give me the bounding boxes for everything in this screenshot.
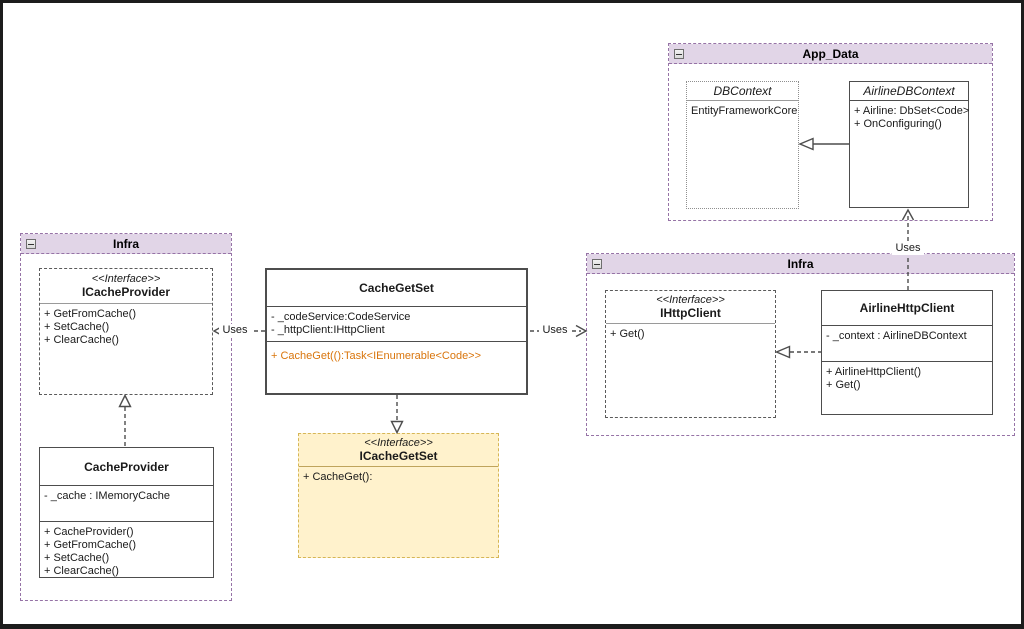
package-infra-right[interactable]: Infra — [586, 253, 1015, 436]
class-methods-section: + CacheGet(():Task<IEnumerable<Code>> — [267, 342, 526, 393]
package-infra-right-header[interactable]: Infra — [587, 254, 1014, 274]
class-title: CacheGetSet — [359, 281, 434, 295]
package-app-data-header[interactable]: App_Data — [669, 44, 992, 64]
method: + ClearCache() — [44, 565, 119, 577]
class-methods-section: + Get() — [606, 324, 775, 417]
method: + Get() — [610, 328, 645, 340]
class-title-section: CacheProvider — [40, 448, 213, 486]
realization-cachegetset-to-icachegetset — [390, 395, 404, 435]
member: + Airline: DbSet<Code> — [854, 105, 970, 117]
method: + Get() — [826, 379, 861, 391]
uses-label-right: Uses — [539, 324, 571, 337]
method-highlighted: + CacheGet(():Task<IEnumerable<Code>> — [271, 350, 482, 362]
method: + CacheProvider() — [44, 526, 134, 538]
package-app-data[interactable]: App_Data — [668, 43, 993, 221]
minus-glyph — [676, 53, 682, 55]
stereotype: <<Interface>> — [656, 294, 725, 306]
class-title-section: <<Interface>> IHttpClient — [606, 291, 775, 324]
class-title: CacheProvider — [84, 459, 169, 474]
class-body-section: EntityFrameworkCore — [687, 101, 798, 208]
class-title: ICacheGetSet — [359, 449, 438, 463]
collapse-icon[interactable] — [674, 49, 684, 59]
package-title: Infra — [112, 236, 139, 251]
class-title-section: <<Interface>> ICacheProvider — [40, 269, 212, 304]
class-title: IHttpClient — [660, 306, 721, 320]
stereotype: <<Interface>> — [91, 273, 161, 285]
class-title-section: AirlineDBContext — [850, 82, 968, 101]
method: + SetCache() — [44, 321, 110, 333]
class-dbcontext[interactable]: DBContext EntityFrameworkCore — [686, 81, 799, 209]
class-fields-section: - _codeService:CodeService - _httpClient… — [267, 307, 526, 342]
class-title: AirlineDBContext — [863, 84, 955, 98]
method: + CacheGet(): — [303, 471, 373, 483]
class-body-text: EntityFrameworkCore — [691, 105, 798, 117]
class-title-section: DBContext — [687, 82, 798, 101]
method: + SetCache() — [44, 552, 110, 564]
package-infra-left-header[interactable]: Infra — [21, 234, 231, 254]
field: - _cache : IMemoryCache — [44, 490, 170, 502]
interface-ihttpclient[interactable]: <<Interface>> IHttpClient + Get() — [605, 290, 776, 418]
class-methods-section: + GetFromCache() + SetCache() + ClearCac… — [40, 304, 212, 394]
class-methods-section: + CacheGet(): — [299, 467, 498, 557]
package-title: App_Data — [802, 46, 859, 61]
class-members-section: + Airline: DbSet<Code> + OnConfiguring() — [850, 101, 970, 207]
class-airline-dbcontext[interactable]: AirlineDBContext + Airline: DbSet<Code> … — [849, 81, 969, 208]
field: - _codeService:CodeService — [271, 311, 411, 323]
stereotype: <<Interface>> — [364, 437, 433, 449]
class-methods-section: + AirlineHttpClient() + Get() — [822, 362, 992, 414]
package-title: Infra — [787, 256, 814, 271]
member: + OnConfiguring() — [854, 118, 942, 130]
uses-label-left: Uses — [219, 324, 251, 337]
method: + AirlineHttpClient() — [826, 366, 922, 378]
method: + GetFromCache() — [44, 539, 136, 551]
collapse-icon[interactable] — [592, 259, 602, 269]
collapse-icon[interactable] — [26, 239, 36, 249]
minus-glyph — [594, 263, 600, 265]
field: - _context : AirlineDBContext — [826, 330, 967, 342]
class-cacheprovider[interactable]: CacheProvider - _cache : IMemoryCache + … — [39, 447, 214, 578]
method: + ClearCache() — [44, 334, 119, 346]
class-title: AirlineHttpClient — [859, 301, 955, 315]
minus-glyph — [28, 243, 34, 245]
method: + GetFromCache() — [44, 308, 136, 320]
field: - _httpClient:IHttpClient — [271, 324, 385, 336]
class-fields-section: - _cache : IMemoryCache — [40, 486, 213, 522]
class-cachegetset[interactable]: CacheGetSet - _codeService:CodeService -… — [265, 268, 528, 395]
class-airline-httpclient[interactable]: AirlineHttpClient - _context : AirlineDB… — [821, 290, 993, 415]
class-title-section: CacheGetSet — [267, 270, 526, 307]
package-infra-left[interactable]: Infra — [20, 233, 232, 601]
class-methods-section: + CacheProvider() + GetFromCache() + Set… — [40, 522, 213, 580]
class-title-section: AirlineHttpClient — [822, 291, 992, 326]
interface-icacheprovider[interactable]: <<Interface>> ICacheProvider + GetFromCa… — [39, 268, 213, 395]
interface-icachegetset[interactable]: <<Interface>> ICacheGetSet + CacheGet(): — [298, 433, 499, 558]
class-title-section: <<Interface>> ICacheGetSet — [299, 434, 498, 467]
class-fields-section: - _context : AirlineDBContext — [822, 326, 992, 362]
class-title: ICacheProvider — [81, 285, 171, 299]
class-title: DBContext — [713, 84, 772, 98]
uses-label-top: Uses — [892, 242, 924, 255]
